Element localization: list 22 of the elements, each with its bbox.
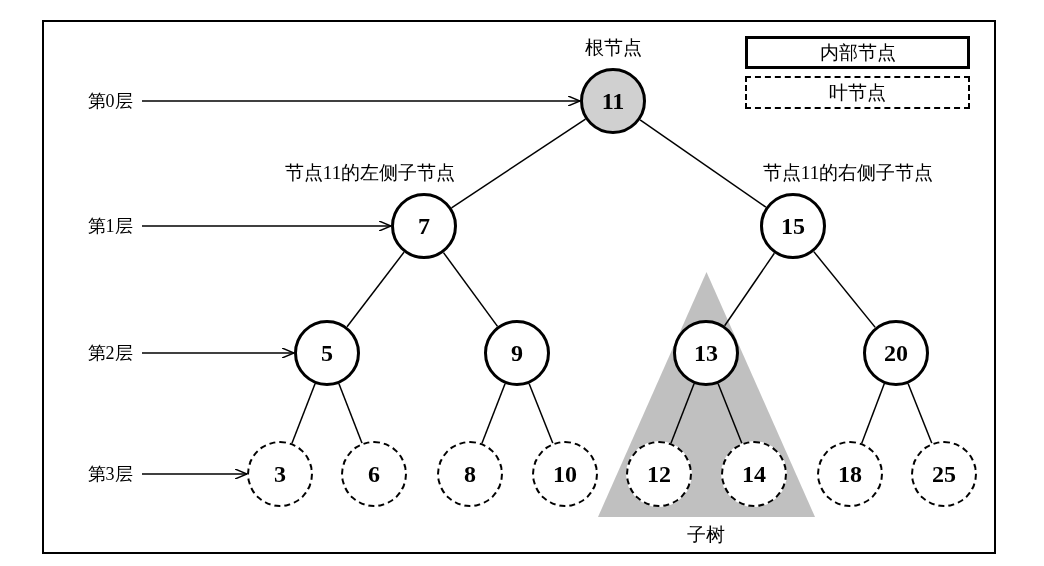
arrow — [141, 220, 392, 232]
node-caption: 节点11的左侧子节点 — [284, 162, 456, 182]
legend-item: 叶节点 — [745, 76, 970, 109]
level-label: 第3层 — [78, 461, 142, 487]
tree-edge — [670, 383, 695, 444]
tree-edge — [442, 251, 499, 328]
tree-edge — [717, 382, 743, 445]
tree-edge — [450, 118, 587, 209]
tree-edge — [723, 252, 776, 327]
tree-edge — [813, 250, 876, 329]
level-label: 第2层 — [78, 340, 142, 366]
tree-edge — [639, 119, 767, 208]
arrow — [141, 347, 295, 359]
level-label: 第0层 — [78, 88, 142, 114]
node-caption: 根节点 — [584, 37, 642, 57]
level-label: 第1层 — [78, 213, 142, 239]
arrow — [141, 95, 581, 107]
node-caption: 节点11的右侧子节点 — [762, 162, 934, 182]
subtree-label: 子树 — [687, 525, 725, 544]
tree-edge — [346, 251, 405, 328]
legend-item: 内部节点 — [745, 36, 970, 69]
arrow — [141, 468, 248, 480]
